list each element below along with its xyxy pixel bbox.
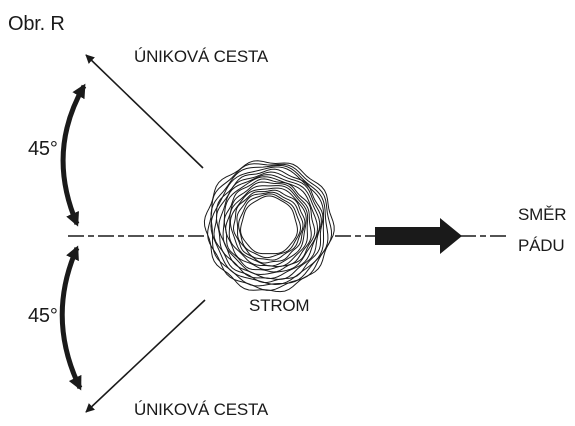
fall-direction-arrow <box>375 218 462 254</box>
figure-label: Obr. R <box>8 14 65 34</box>
tree-label: STROM <box>249 297 309 314</box>
angle-upper-label: 45° <box>28 139 58 159</box>
angle-lower-label: 45° <box>28 306 58 326</box>
tree-ring <box>239 194 301 258</box>
tree-rings <box>204 161 334 292</box>
angle-arc-upper <box>63 86 84 224</box>
tree-ring <box>233 190 304 263</box>
tree-ring <box>211 167 324 284</box>
fall-direction-label-line2: PÁDU <box>518 237 564 254</box>
escape-route-lower-arrow <box>86 300 205 412</box>
tree-ring <box>241 196 298 254</box>
fall-direction-label-line1: SMĚR <box>518 206 566 223</box>
escape-route-lower-label: ÚNIKOVÁ CESTA <box>134 401 268 418</box>
escape-route-upper-arrow <box>86 55 203 168</box>
escape-route-upper-label: ÚNIKOVÁ CESTA <box>134 48 268 65</box>
angle-arc-lower <box>62 248 80 388</box>
